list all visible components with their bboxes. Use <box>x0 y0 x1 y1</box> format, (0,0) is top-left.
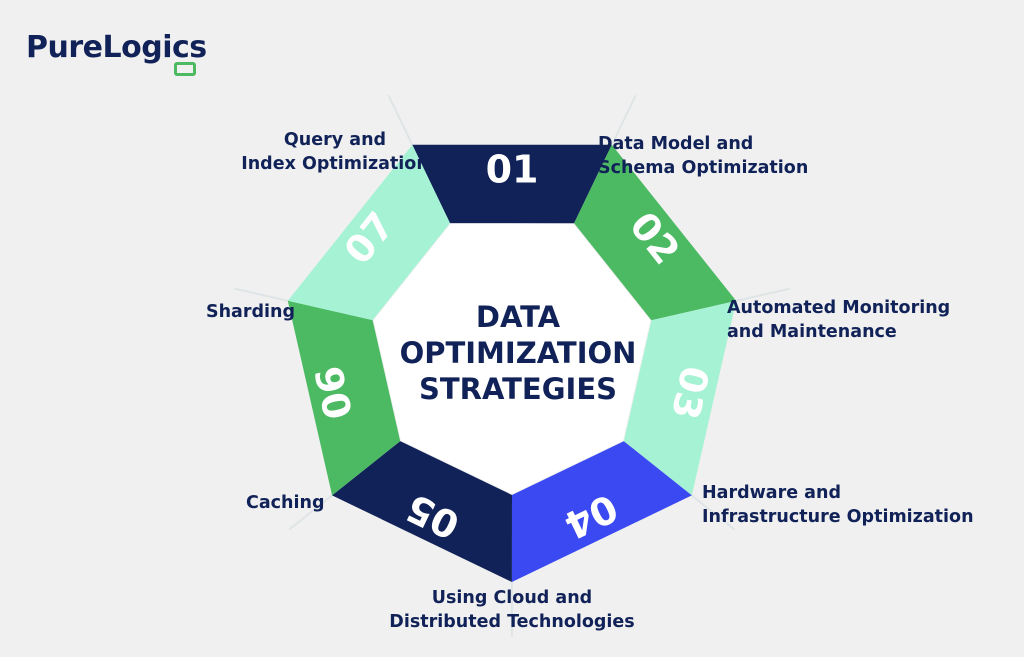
logo-box-mark <box>174 62 196 76</box>
connector-line-4 <box>683 488 736 531</box>
company-logo: PureLogics <box>26 28 226 80</box>
label-02-line-2: Schema Optimization <box>598 158 808 178</box>
label-07-line-1: Sharding <box>206 302 295 322</box>
connector-line-7 <box>233 287 298 304</box>
label-05-line-2: Distributed Technologies <box>389 612 634 632</box>
label-02-line-1: Data Model and <box>598 134 753 154</box>
label-06-line-1: Caching <box>246 493 324 513</box>
logo-wordmark: PureLogics <box>26 30 207 65</box>
center-title-line-1: DATA <box>476 300 561 334</box>
segment-05 <box>332 441 512 582</box>
label-01-line-1: Query and <box>284 130 386 150</box>
segment-04 <box>511 441 692 582</box>
connector-line-2 <box>606 94 637 155</box>
label-04-line-1: Hardware and <box>702 483 841 503</box>
center-hole <box>373 224 651 494</box>
center-title-line-3: STRATEGIES <box>419 372 617 406</box>
segment-02 <box>574 144 737 321</box>
label-05-line-1: Using Cloud and <box>432 588 592 608</box>
segment-01 <box>412 144 612 224</box>
connector-line-3 <box>726 287 791 305</box>
segment-07 <box>287 144 450 321</box>
segment-06 <box>287 300 401 496</box>
segment-03 <box>623 300 737 496</box>
label-01-line-2: Index Optimization <box>241 154 429 174</box>
center-title-line-2: OPTIMIZATION <box>400 336 637 370</box>
label-03-line-2: and Maintenance <box>727 322 897 342</box>
connector-lines <box>233 94 791 638</box>
label-04-line-2: Infrastructure Optimization <box>702 507 974 527</box>
segment-number-01: 01 <box>486 148 539 192</box>
connector-line-1 <box>387 94 418 155</box>
label-03-line-1: Automated Monitoring <box>727 298 950 318</box>
connector-line-6 <box>288 488 341 531</box>
